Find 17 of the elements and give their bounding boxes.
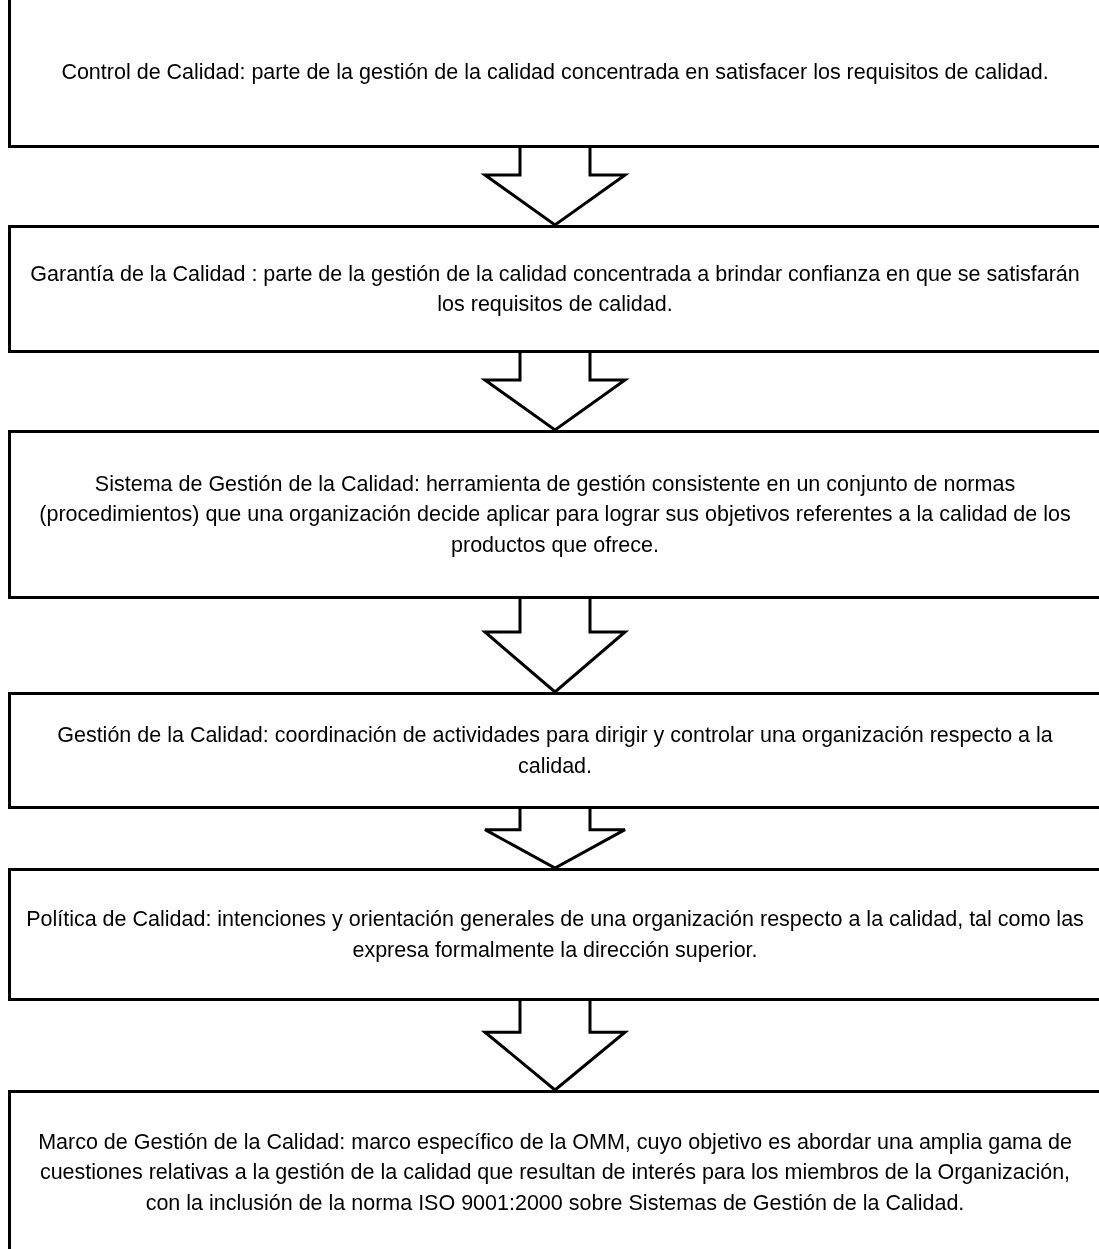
definition-text: Garantía de la Calidad : parte de la gestión de la calidad concentrada a brindar confianza en que se satisfarán los requisitos de calidad. [29,260,1081,318]
definition-box [8,692,1099,809]
definition-box [8,225,1099,353]
definition-box [8,868,1099,1001]
block-arrow [483,807,627,870]
definition-box [8,1090,1099,1249]
block-arrow [480,146,630,227]
block-arrow [480,597,630,694]
definition-text: Política de Calidad: intenciones y orientación generales de una organización respecto a la calidad, tal como las expresa formalmente la dirección superior. [25,906,1085,964]
definition-box [8,430,1099,599]
definition-text: Marco de Gestión de la Calidad: marco específico de la OMM, cuyo objetivo es abordar una amplia gama de cuestiones relativas a la gestión de la calidad que resultan de interés para los miembros de la Organización, con la inclusión de la norma ISO 9001:2000 sobre Sistemas de Gestión de la Calidad. [37,1129,1073,1217]
block-arrow [480,351,630,432]
definition-box [8,0,1099,148]
block-arrow [480,999,630,1092]
definition-text: Control de Calidad: parte de la gestión de la calidad concentrada en satisfacer los requisitos de calidad. [61,59,1049,87]
definition-text: Gestión de la Calidad: coordinación de actividades para dirigir y controlar una organización respecto a la calidad. [56,722,1054,780]
definition-text: Sistema de Gestión de la Calidad: herramienta de gestión consistente en un conjunto de normas (procedimientos) que una organización decide aplicar para lograr sus objetivos referentes a la calidad de los productos que ofrece. [38,471,1072,559]
